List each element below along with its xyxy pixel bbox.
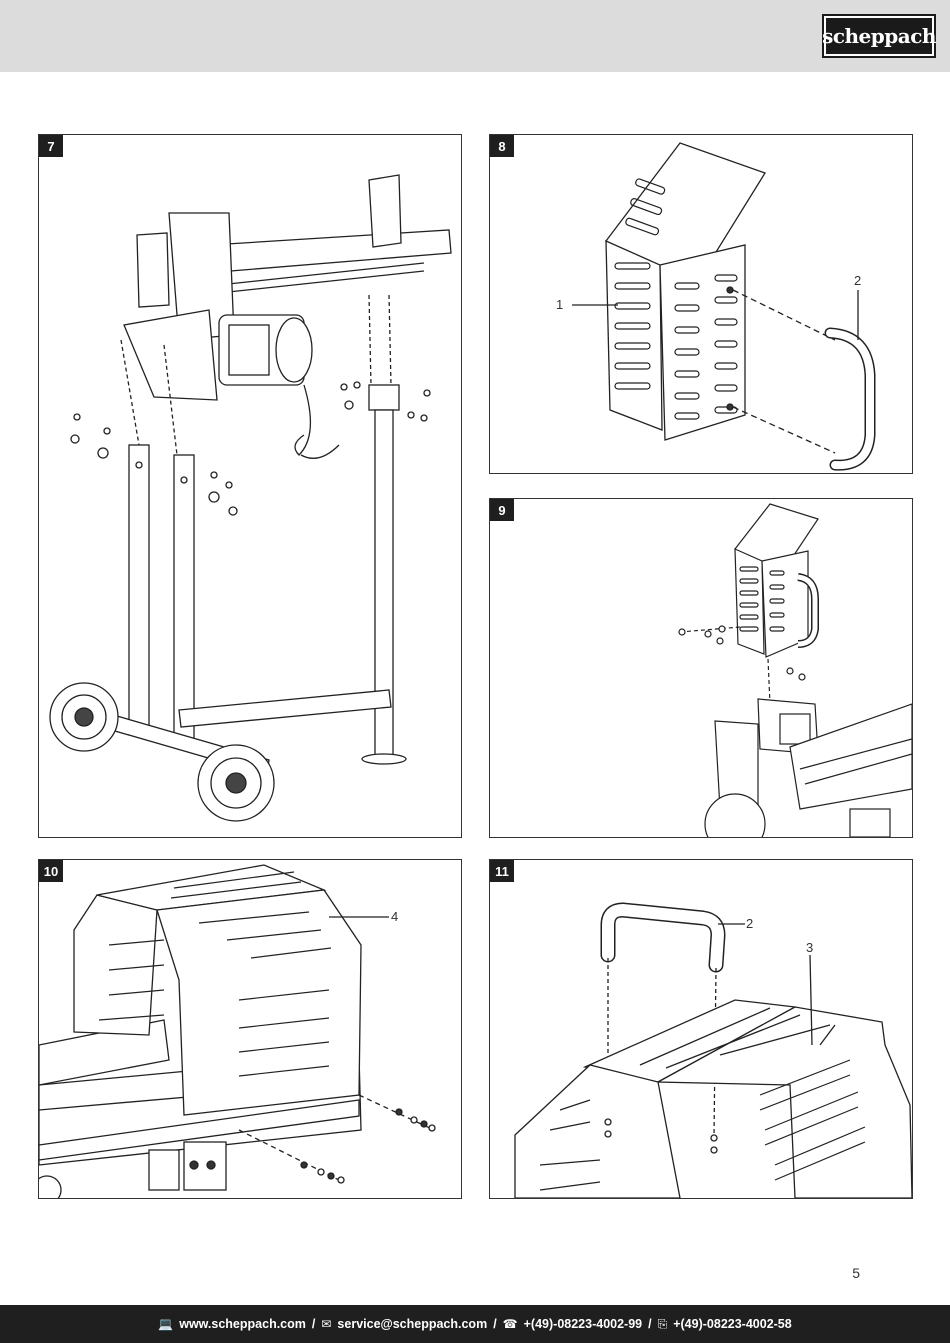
separator: / [311, 1317, 316, 1331]
figure-8-panel: 8 1 2 [489, 134, 913, 474]
fax-icon: ⎘ [657, 1316, 668, 1331]
fax-number: +(49)-08223-4002-58 [673, 1317, 792, 1331]
figure-11-panel: 11 2 3 [489, 859, 913, 1199]
callout-label: 2 [746, 916, 754, 931]
phone-number: +(49)-08223-4002-99 [523, 1317, 643, 1331]
cover-handle-mounting-drawing [514, 902, 912, 1198]
separator: / [493, 1317, 497, 1331]
log-splitter-assembly-drawing [49, 174, 452, 822]
figure-number: 9 [490, 499, 514, 521]
page-number: 5 [852, 1265, 860, 1281]
callout-label: 3 [806, 940, 814, 955]
envelope-icon: ✉ [321, 1317, 332, 1331]
figure-number: 7 [39, 135, 63, 157]
contact-footer: 💻 www.scheppach.com / ✉ service@scheppac… [0, 1305, 950, 1343]
callout-label: 2 [854, 273, 862, 288]
header-band [0, 0, 950, 72]
figure-number: 8 [490, 135, 514, 157]
brand-logo: scheppach [822, 14, 936, 58]
figure-7-panel: 7 [38, 134, 462, 838]
figure-9-panel: 9 [489, 498, 913, 838]
handguard-mounting-drawing [678, 503, 912, 837]
figure-number: 10 [39, 860, 63, 882]
figure-number: 11 [490, 860, 514, 882]
computer-icon: 💻 [158, 1317, 174, 1331]
figure-10-panel: 10 4 [38, 859, 462, 1199]
handguard-and-handle-drawing [572, 142, 876, 471]
callout-label: 4 [391, 909, 399, 924]
website-link[interactable]: www.scheppach.com [179, 1317, 306, 1331]
separator: / [648, 1317, 652, 1331]
top-cover-mounting-drawing [39, 864, 436, 1198]
telephone-icon: ☎ [502, 1317, 518, 1331]
callout-label: 1 [556, 297, 564, 312]
email-link[interactable]: service@scheppach.com [337, 1317, 488, 1331]
